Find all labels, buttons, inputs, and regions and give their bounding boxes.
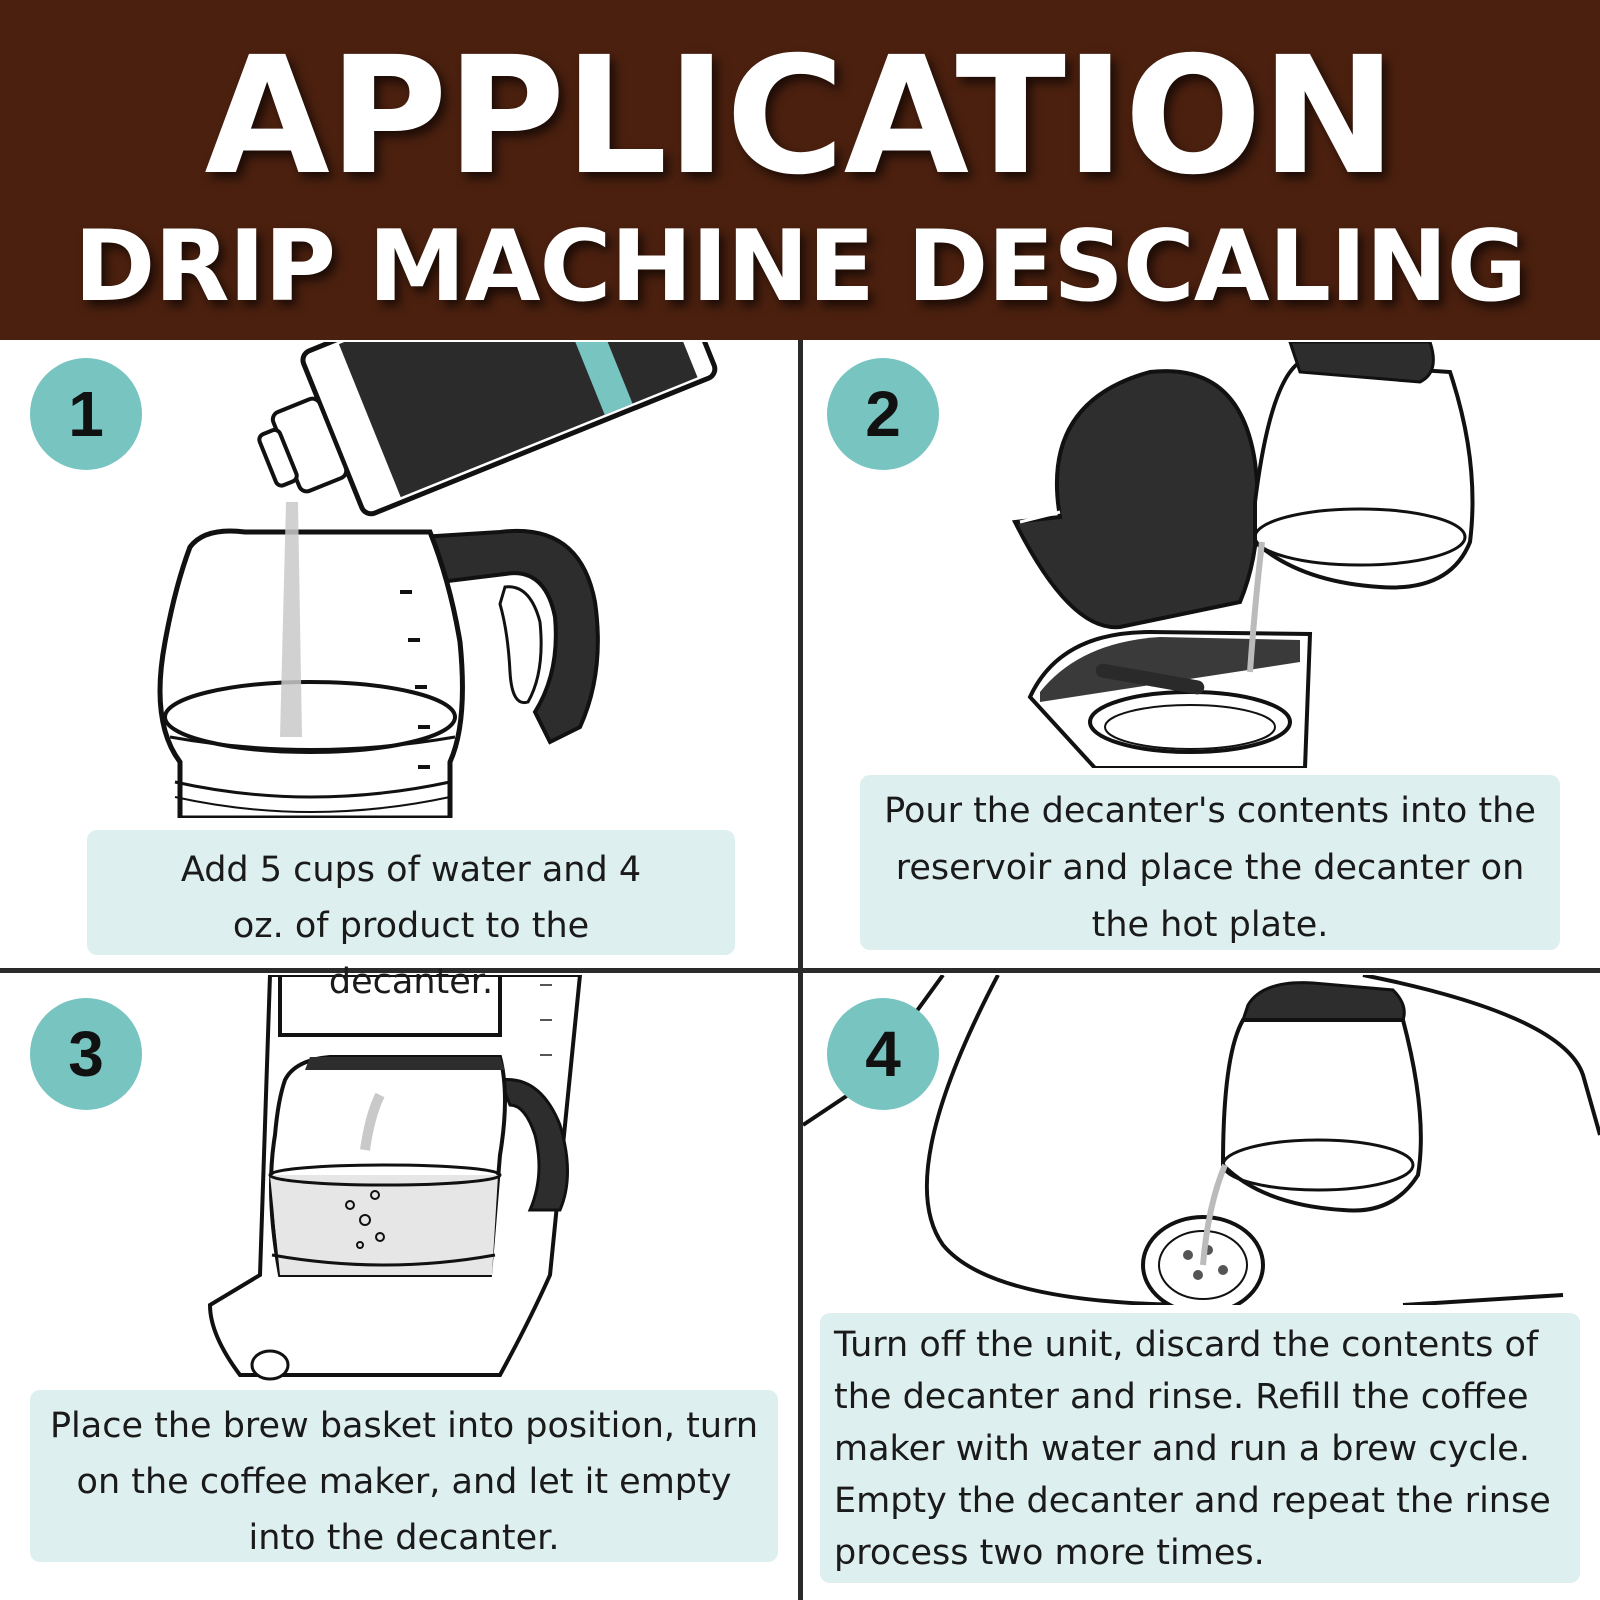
page-subtitle: DRIP MACHINE DESCALING — [73, 210, 1527, 324]
decanter — [157, 528, 465, 818]
brewing-decanter — [268, 1055, 569, 1277]
tilted-decanter — [1247, 342, 1475, 673]
step-4-number-badge: 4 — [827, 998, 939, 1110]
decanter-handle — [417, 528, 600, 745]
reservoir-lid — [1011, 369, 1260, 630]
step-1-number-badge: 1 — [30, 358, 142, 470]
step-3-caption: Place the brew basket into position, tur… — [30, 1390, 778, 1562]
step-1-illustration — [157, 342, 718, 818]
step-4-caption: Turn off the unit, discard the contents … — [820, 1313, 1580, 1583]
step-3-number-badge: 3 — [30, 998, 142, 1110]
product-bottle — [257, 342, 718, 517]
step-3-illustration — [207, 975, 583, 1381]
step-1-caption: Add 5 cups of water and 4 oz. of product… — [87, 830, 735, 1002]
pour-stream — [280, 502, 302, 737]
coffee-maker-top — [1027, 629, 1313, 768]
step-2-illustration — [1011, 342, 1475, 768]
header-banner: APPLICATION DRIP MACHINE DESCALING — [0, 0, 1600, 340]
step-2-number-badge: 2 — [827, 358, 939, 470]
page-title: APPLICATION — [204, 23, 1396, 211]
horizontal-divider — [0, 968, 1600, 973]
step-4-illustration — [803, 975, 1600, 1305]
step-2-caption: Pour the decanter's contents into the re… — [860, 775, 1560, 950]
empty-decanter — [1200, 981, 1423, 1266]
